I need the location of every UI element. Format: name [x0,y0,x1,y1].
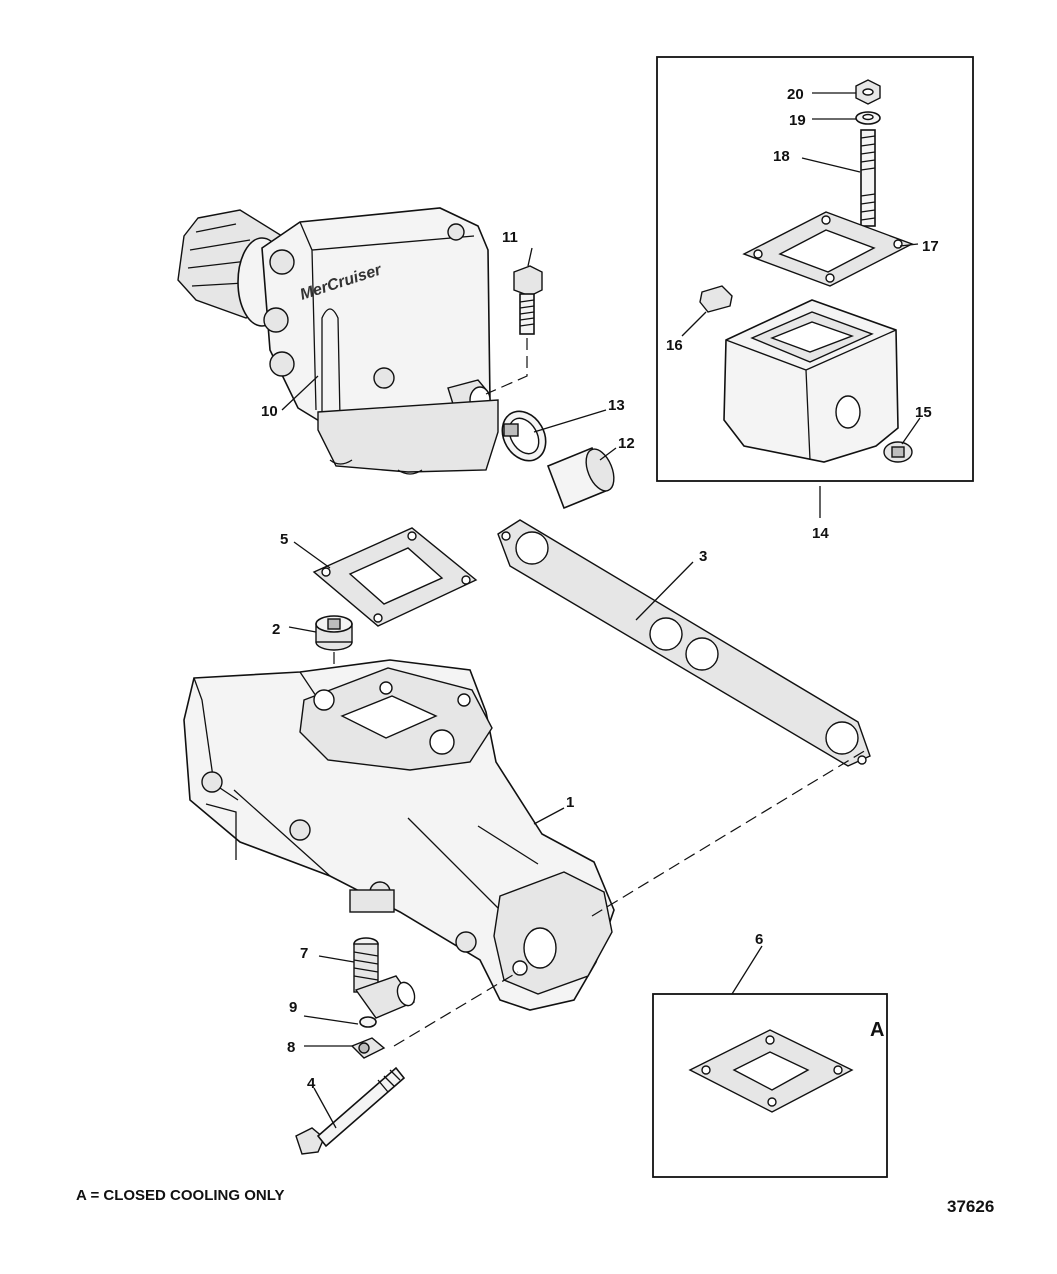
plug-part-2 [315,615,353,651]
callout-18: 18 [773,148,790,165]
bolt-part-11 [513,265,543,335]
callout-17: 17 [922,238,939,255]
long-bolt-part-4 [295,1066,406,1155]
plug-part-16 [699,285,733,313]
callout-19: 19 [789,112,806,129]
callout-3: 3 [699,548,707,565]
callout-11: 11 [502,229,518,246]
callout-10: 10 [261,403,278,420]
callout-2: 2 [272,621,280,638]
stud-part-18 [860,129,876,227]
callout-7: 7 [300,945,308,962]
manifold-gasket-part-3 [497,519,871,767]
hose-clamp-part-13 [501,410,547,462]
callout-9: 9 [289,999,297,1016]
o-ring-part-9 [359,1016,377,1028]
nut-part-20 [855,79,881,105]
inset-box-riser-kit [656,56,974,482]
callout-20: 20 [787,86,804,103]
exhaust-elbow-part-10: MerCruiser [177,207,499,475]
callout-1: 1 [566,794,574,811]
callout-16: 16 [666,337,683,354]
inset-box-a [652,993,888,1178]
callout-13: 13 [608,397,625,414]
callout-15: 15 [915,404,932,421]
inset-a-label: A [870,1019,884,1041]
elbow-fitting-part-7 [353,937,416,1019]
gasket-part-17 [742,211,914,287]
callout-14: 14 [812,525,829,542]
washer-part-19 [855,111,881,125]
gasket-part-6 [688,1029,854,1113]
callout-4: 4 [307,1075,316,1092]
callout-8: 8 [287,1039,295,1056]
drain-plug-part-8 [350,1037,386,1059]
plug-part-15 [883,441,913,463]
figure-number: 37626 [947,1197,995,1216]
callout-12: 12 [618,435,635,452]
callout-5: 5 [280,531,288,548]
leader-lines [281,92,921,1129]
exhaust-manifold-part-1 [183,659,615,1011]
callout-6: 6 [755,931,763,948]
gasket-part-5 [312,527,478,627]
hose-part-12 [546,446,615,510]
footnote: A = CLOSED COOLING ONLY [76,1187,285,1204]
riser-block [723,299,899,463]
